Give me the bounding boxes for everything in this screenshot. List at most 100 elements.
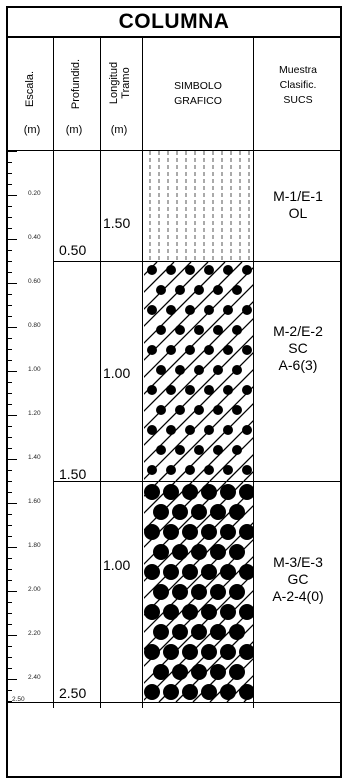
scale-label: 0.60 (28, 278, 41, 285)
symbol-gravel-dot (182, 484, 198, 500)
symbol-dot (213, 325, 223, 335)
scale-tick (8, 624, 12, 625)
symbol-dot (166, 465, 176, 475)
symbol-dot (147, 305, 157, 315)
symbol-gravel-dot (144, 524, 160, 540)
symbol-gravel-dot (153, 504, 169, 520)
symbol-dot (213, 445, 223, 455)
symbol-gravel-dot (153, 624, 169, 640)
symbol-dot (147, 465, 157, 475)
header-longitud-unit: (m) (110, 124, 128, 136)
symbol-dot (204, 265, 214, 275)
symbol-hatch-line (144, 369, 253, 480)
symbol-gravel-dot (153, 664, 169, 680)
scale-tick (8, 657, 12, 658)
length-value-1: 1.50 (103, 215, 131, 231)
symbol-dot (185, 305, 195, 315)
scale-tick (8, 602, 12, 603)
symbol-gravel-dot (210, 624, 226, 640)
symbol-gravel-dot (239, 684, 253, 700)
scale-tick (8, 437, 12, 438)
scale-tick (8, 503, 17, 504)
symbol-dot (194, 285, 204, 295)
symbol-gravel-dot (172, 544, 188, 560)
symbol-hatch-line (144, 262, 226, 344)
scale-tick (8, 272, 12, 273)
header-simbolo-line1: SIMBOLO (174, 80, 222, 92)
symbol-dot (194, 325, 204, 335)
symbol-hatch-line (158, 386, 253, 481)
symbol-dot (166, 345, 176, 355)
scale-tick (8, 360, 12, 361)
symbol-gravel-dot (229, 664, 245, 680)
symbol-dot (175, 405, 185, 415)
symbol-gravel-dot (239, 524, 253, 540)
sucs-code-2: SC (288, 340, 308, 356)
header-muestra-line2: Clasific. (279, 79, 317, 91)
scale-tick (8, 338, 12, 339)
symbol-gravel-dot (163, 644, 179, 660)
symbol-gravel-dot (229, 584, 245, 600)
symbol-dot (166, 385, 176, 395)
symbol-gravel-dot (210, 544, 226, 560)
scale-tick (8, 151, 17, 152)
symbol-gravel-dot (163, 604, 179, 620)
scale-tick (8, 316, 12, 317)
symbol-dot (204, 345, 214, 355)
header-longitud: Longitud (108, 61, 120, 105)
symbol-dot (232, 405, 242, 415)
scale-tick (8, 217, 12, 218)
symbol-dot (223, 385, 233, 395)
scale-tick (8, 514, 12, 515)
sample-id-3: M-3/E-3 (273, 554, 323, 570)
aashto-code-3: A-2-4(0) (272, 588, 324, 604)
classification-1: M-1/E-1 OL (255, 188, 341, 222)
symbol-gravel-dot (201, 604, 217, 620)
symbol-dot (213, 365, 223, 375)
scale-tick (8, 701, 12, 702)
scale-label: 1.00 (28, 366, 41, 373)
scale-tick (8, 547, 17, 548)
scale-tick (8, 459, 17, 460)
symbol-dot (185, 345, 195, 355)
header-tramo: Tramo (120, 67, 132, 99)
symbol-dot (242, 265, 252, 275)
symbol-gravel-dot (239, 604, 253, 620)
scale-label: 1.60 (28, 498, 41, 505)
symbol-hatch-line (209, 437, 253, 481)
scale-label: 0.40 (28, 234, 41, 241)
symbol-dot (175, 285, 185, 295)
symbol-hatch-line (175, 403, 253, 481)
symbol-hatch-line (144, 284, 253, 395)
scale-tick (8, 173, 12, 174)
symbol-gravel-dot (144, 684, 160, 700)
symbol-organic-silt (144, 151, 253, 261)
scale-tick (8, 162, 12, 163)
scale-tick (8, 481, 12, 482)
symbol-dot (175, 445, 185, 455)
symbol-dot (213, 405, 223, 415)
symbol-gravel-dot (201, 564, 217, 580)
scale-label: 2.00 (28, 586, 41, 593)
divider-simbolo (253, 36, 254, 708)
symbol-dot (242, 385, 252, 395)
scale-tick (8, 239, 17, 240)
symbol-gravel-dot (172, 584, 188, 600)
symbol-gravel-dot (163, 524, 179, 540)
scale-tick (8, 536, 12, 537)
symbol-gravel-dot (144, 484, 160, 500)
symbol-dot (223, 265, 233, 275)
symbol-dot (194, 445, 204, 455)
scale-label: 2.40 (28, 674, 41, 681)
scale-label: 0.20 (28, 190, 41, 197)
scale-tick (8, 404, 12, 405)
sucs-code-1: OL (288, 205, 308, 221)
symbol-dot (223, 425, 233, 435)
scale-tick (8, 294, 12, 295)
symbol-gravel-dot (220, 604, 236, 620)
symbol-gravel-dot (229, 504, 245, 520)
header-simbolo-line2: GRAFICO (174, 95, 222, 107)
header-escala: Escala. (24, 70, 36, 108)
symbol-dot (156, 365, 166, 375)
symbol-gravel-dot (210, 584, 226, 600)
